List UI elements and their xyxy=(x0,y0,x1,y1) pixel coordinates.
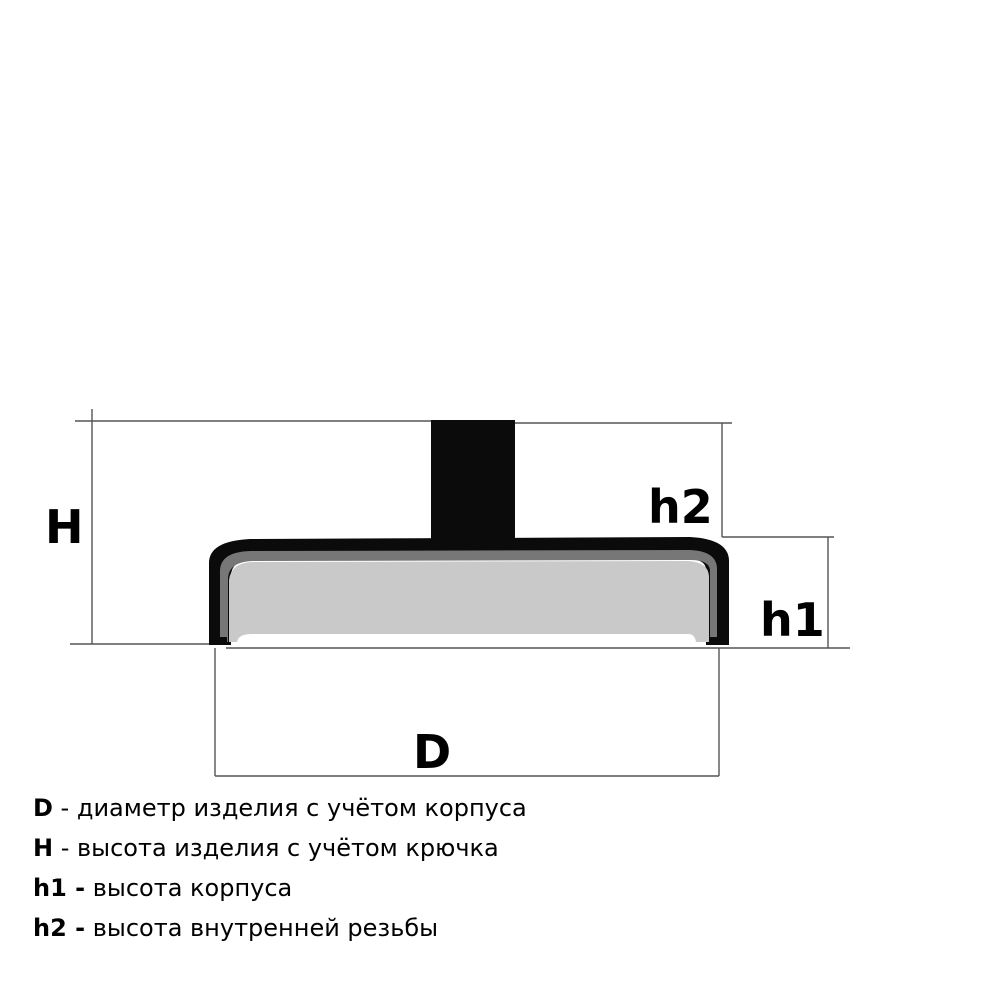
legend-symbol: H xyxy=(33,834,54,862)
label-h2: h2 xyxy=(648,480,713,534)
legend-separator: - xyxy=(53,834,78,862)
legend-symbol: h2 - xyxy=(33,914,86,942)
legend-symbol: h1 - xyxy=(33,874,86,902)
legend-item-h1: h1 - высота корпуса xyxy=(33,868,527,908)
legend-symbol: D xyxy=(33,794,53,822)
legend-item-d: D - диаметр изделия с учётом корпуса xyxy=(33,788,527,828)
shell-foot-left xyxy=(209,637,227,645)
legend-text: диаметр изделия с учётом корпуса xyxy=(76,794,527,822)
label-D: D xyxy=(413,725,451,779)
legend: D - диаметр изделия с учётом корпуса H -… xyxy=(33,788,527,948)
legend-separator: - xyxy=(52,794,77,822)
threaded-stud xyxy=(431,420,515,542)
label-H: H xyxy=(45,500,84,554)
shell-foot-right xyxy=(710,637,729,645)
legend-text: высота корпуса xyxy=(92,874,293,902)
magnet-body xyxy=(209,420,729,645)
legend-item-h2: h2 - высота внутренней резьбы xyxy=(33,908,527,948)
dimension-lines xyxy=(70,409,850,777)
label-h1: h1 xyxy=(760,593,825,647)
legend-item-h: H - высота изделия с учётом крючка xyxy=(33,828,527,868)
legend-text: высота внутренней резьбы xyxy=(92,914,439,942)
legend-separator xyxy=(85,874,93,902)
legend-separator xyxy=(85,914,93,942)
magnet-core xyxy=(229,561,709,642)
legend-text: высота изделия с учётом крючка xyxy=(77,834,499,862)
inner-gap xyxy=(220,550,717,642)
